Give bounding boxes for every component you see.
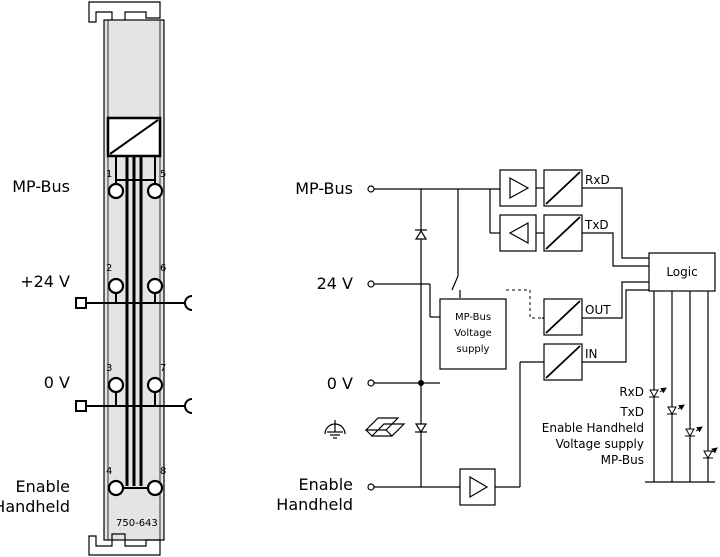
pin-2: 2 <box>106 263 112 274</box>
left-label-enable: Enable <box>16 477 71 496</box>
led-label-enable-handheld: Enable Handheld <box>542 421 644 435</box>
logic-block: Logic <box>648 252 716 292</box>
sch-label-mp-bus: MP-Bus <box>295 179 353 198</box>
svg-text:supply: supply <box>457 344 490 355</box>
pin-6: 6 <box>160 263 166 274</box>
label-in: IN <box>585 347 598 361</box>
left-label-0v: 0 V <box>44 373 70 392</box>
dashed-link <box>506 289 542 319</box>
terminal-2 <box>107 277 125 295</box>
pin-3: 3 <box>106 363 112 374</box>
led-label-rxd: RxD <box>619 385 644 399</box>
sch-label-24v: 24 V <box>317 274 353 293</box>
svg-text:MP-Bus: MP-Bus <box>455 312 491 323</box>
pin-8: 8 <box>160 466 166 477</box>
left-label-handheld: Handheld <box>0 497 70 516</box>
label-rxd: RxD <box>585 173 610 187</box>
sch-label-enable: Enable <box>299 475 354 494</box>
terminal-4 <box>107 479 125 497</box>
terminal-1 <box>107 182 125 200</box>
led-label-mp-bus: MP-Bus <box>601 453 644 467</box>
led-lines <box>645 291 715 483</box>
led-label-txd: TxD <box>619 405 644 419</box>
label-txd: TxD <box>584 218 609 232</box>
power-jumpers <box>75 295 193 414</box>
terminal-7 <box>146 376 164 394</box>
terminal-8 <box>146 479 164 497</box>
pin-5: 5 <box>160 169 166 180</box>
left-label-mp-bus: MP-Bus <box>12 177 70 196</box>
sch-label-handheld: Handheld <box>276 495 353 514</box>
sch-label-0v: 0 V <box>327 374 353 393</box>
pin-1: 1 <box>106 169 112 180</box>
terminal-6 <box>146 277 164 295</box>
junction-0v <box>418 380 424 386</box>
ground-icon <box>324 420 346 439</box>
converter-block <box>106 116 162 158</box>
terminal-5 <box>146 182 164 200</box>
led-icons <box>649 387 718 460</box>
led-label-voltage-supply: Voltage supply <box>556 437 644 451</box>
diodes <box>414 229 428 434</box>
terminal-3 <box>107 376 125 394</box>
din-rail-icon <box>364 417 406 437</box>
svg-text:Voltage: Voltage <box>454 328 492 339</box>
left-label-24v: +24 V <box>20 272 70 291</box>
voltage-supply-block: MP-Bus Voltage supply <box>439 298 507 370</box>
optocouplers <box>543 169 583 381</box>
label-out: OUT <box>585 303 611 317</box>
pin-4: 4 <box>106 466 112 477</box>
svg-text:Logic: Logic <box>666 265 697 279</box>
part-number: 750-643 <box>116 518 158 529</box>
pin-7: 7 <box>160 363 166 374</box>
amplifiers <box>459 169 537 506</box>
